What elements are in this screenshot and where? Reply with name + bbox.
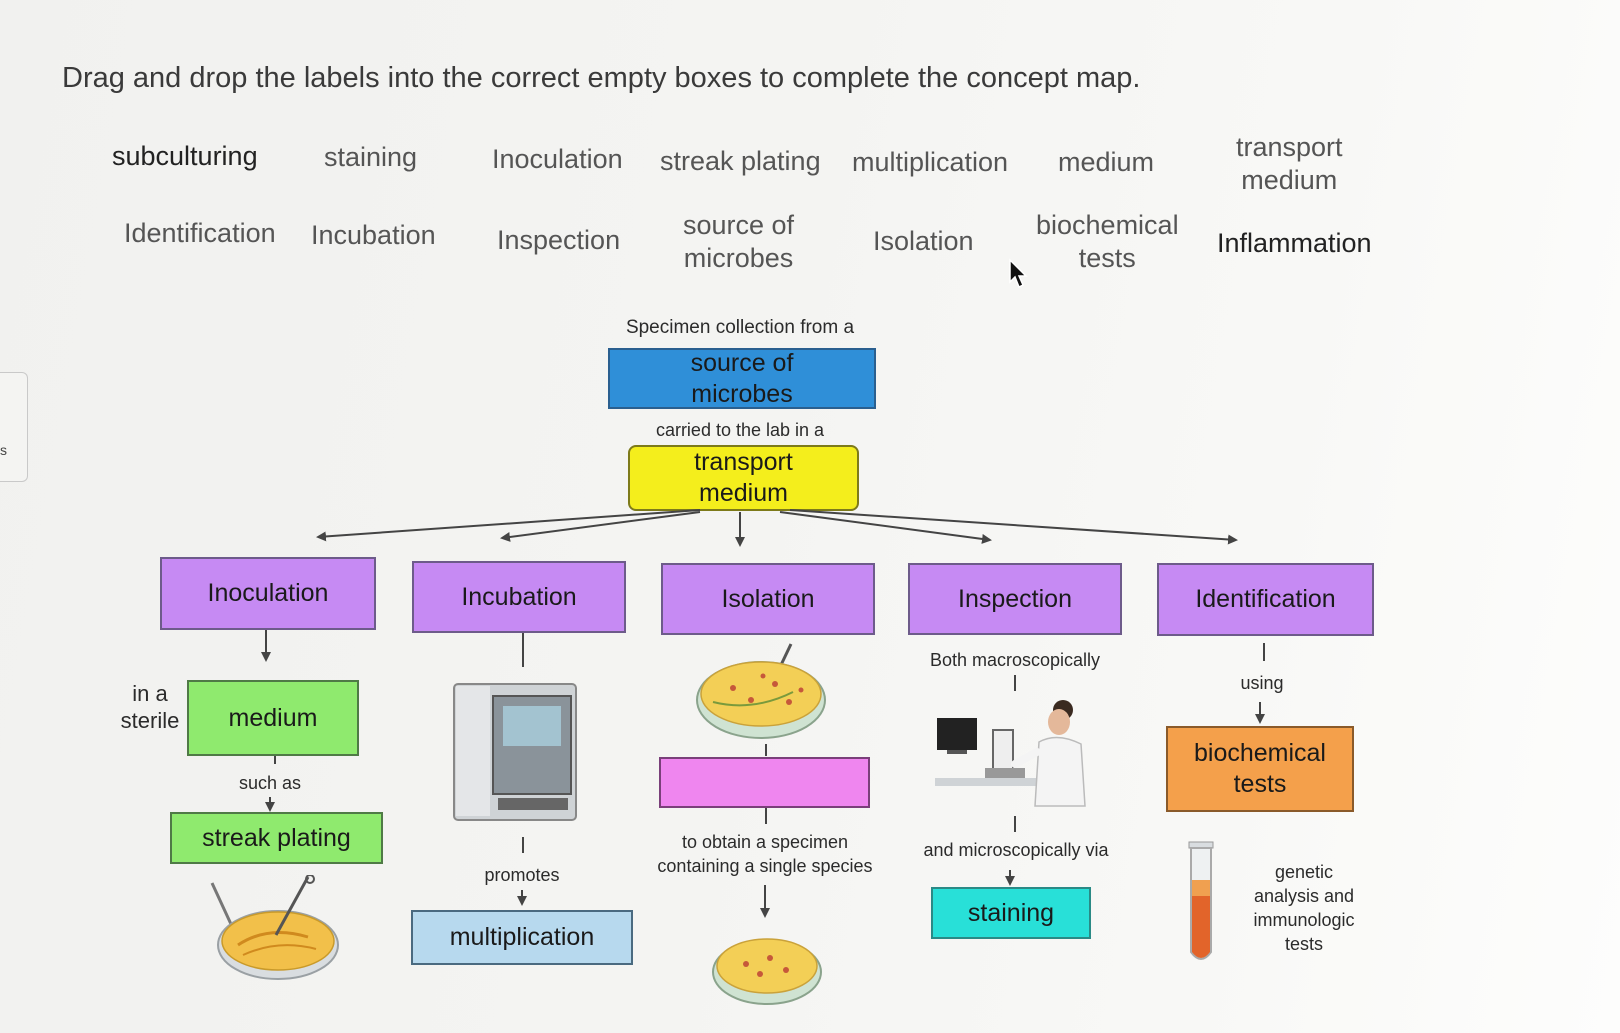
such-as-text: such as xyxy=(238,773,302,793)
drag-label-inspection[interactable]: Inspection xyxy=(497,225,621,255)
side-panel-tab[interactable] xyxy=(0,372,28,482)
transport-medium-box[interactable]: transport medium xyxy=(628,445,859,511)
drag-label-inoculation[interactable]: Inoculation xyxy=(492,144,623,174)
promotes-text: promotes xyxy=(484,865,560,885)
carried-to-lab-text: carried to the lab in a xyxy=(655,420,825,440)
connector-tick xyxy=(1014,675,1016,691)
drag-label-biochemical-tests[interactable]: biochemical tests xyxy=(1036,210,1179,273)
and-microscopically-text: and microscopically via xyxy=(923,840,1109,860)
microscope-scientist-icon xyxy=(935,700,1086,807)
both-macroscopically-text: Both macroscopically xyxy=(929,650,1101,670)
step-identification-box[interactable]: Identification xyxy=(1157,563,1374,636)
step-inspection-box[interactable]: Inspection xyxy=(908,563,1122,635)
drag-label-staining[interactable]: staining xyxy=(324,142,418,172)
drag-label-multiplication[interactable]: multiplication xyxy=(852,147,1009,177)
step-isolation-box[interactable]: Isolation xyxy=(661,563,875,635)
drag-label-source-of-microbes[interactable]: source of microbes xyxy=(683,210,795,273)
connector-tick xyxy=(274,756,276,764)
side-tab-letter: s xyxy=(0,442,7,458)
step-incubation-box[interactable]: Incubation xyxy=(412,561,626,633)
obtain-single-species-text: to obtain a specimen containing a single… xyxy=(657,832,873,876)
using-text: using xyxy=(1240,673,1284,693)
test-tube-icon xyxy=(1188,841,1214,960)
specimen-collection-text: Specimen collection from a xyxy=(625,317,855,338)
source-of-microbes-box[interactable]: source of microbes xyxy=(608,348,876,409)
medium-box[interactable]: medium xyxy=(187,680,359,756)
petri-dish-icon xyxy=(696,643,826,739)
mouse-cursor-icon xyxy=(1009,258,1028,289)
drag-label-transport-medium[interactable]: transport medium xyxy=(1236,132,1343,195)
connector-tick xyxy=(522,837,524,853)
biochemical-tests-box[interactable]: biochemical tests xyxy=(1166,726,1354,812)
drag-label-incubation[interactable]: Incubation xyxy=(311,220,436,250)
multiplication-box[interactable]: multiplication xyxy=(411,910,633,965)
petri-dish-icon xyxy=(210,875,339,980)
connector-tick xyxy=(522,633,524,667)
connector-tick xyxy=(765,744,767,756)
isolation-empty-dropzone[interactable] xyxy=(659,757,870,808)
drag-label-isolation[interactable]: Isolation xyxy=(873,226,974,256)
in-a-sterile-text: in a sterile xyxy=(120,681,180,733)
drag-label-streak-plating[interactable]: streak plating xyxy=(660,146,821,176)
petri-dish-icon xyxy=(712,938,822,1005)
instruction-text: Drag and drop the labels into the correc… xyxy=(62,62,1141,94)
connector-tick xyxy=(1263,643,1265,661)
drag-label-inflammation[interactable]: Inflammation xyxy=(1217,228,1372,258)
drag-label-identification[interactable]: Identification xyxy=(124,218,276,248)
connector-tick xyxy=(1014,816,1016,832)
staining-box[interactable]: staining xyxy=(931,887,1091,939)
connector-tick xyxy=(765,808,767,824)
incubator-icon xyxy=(453,683,577,821)
drag-label-medium[interactable]: medium xyxy=(1058,147,1155,177)
step-inoculation-box[interactable]: Inoculation xyxy=(160,557,376,630)
genetic-analysis-text: genetic analysis and immunologic tests xyxy=(1253,862,1355,954)
streak-plating-box[interactable]: streak plating xyxy=(170,812,383,864)
drag-label-subculturing[interactable]: subculturing xyxy=(112,141,258,171)
